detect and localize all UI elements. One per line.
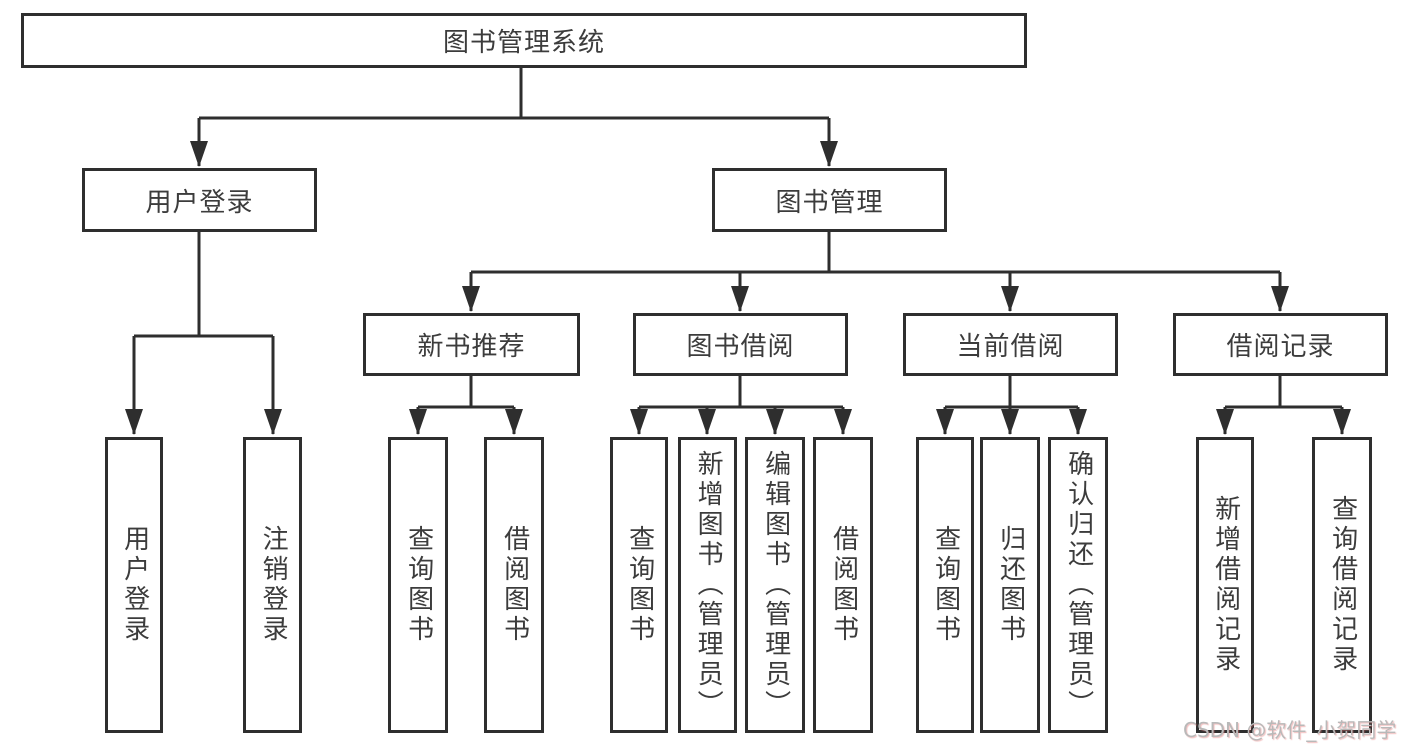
node-label: 用户登录 — [119, 525, 150, 645]
node-label: 查询图书 — [624, 525, 655, 645]
node-borrowing-records: 借阅记录 — [1173, 313, 1388, 376]
node-book-borrowing: 图书借阅 — [633, 313, 848, 376]
node-label: 查询图书 — [403, 525, 434, 645]
csdn-watermark: CSDN @软件_小贺同学 — [1183, 718, 1397, 742]
node-library-management-system: 图书管理系统 — [21, 13, 1027, 68]
connector-skeleton — [134, 68, 1342, 409]
node-book-management: 图书管理 — [712, 168, 947, 232]
node-user-login: 用户登录 — [82, 168, 317, 232]
node-label: 确认归还（管理员） — [1063, 450, 1094, 720]
node-label: 归还图书 — [995, 525, 1026, 645]
node-label: 借阅记录 — [1226, 332, 1335, 362]
node-label: 新增借阅记录 — [1210, 495, 1241, 675]
node-label: 借阅图书 — [499, 525, 530, 645]
node-leaf-query-books-1: 查询图书 — [388, 437, 448, 733]
node-label: 用户登录 — [145, 187, 254, 218]
node-leaf-query-books-2: 查询图书 — [610, 437, 668, 733]
node-label: 图书借阅 — [686, 332, 795, 362]
node-label: 查询借阅记录 — [1327, 495, 1358, 675]
node-leaf-query-books-3: 查询图书 — [916, 437, 974, 733]
node-leaf-logout: 注销登录 — [243, 437, 302, 733]
connector-arrows — [125, 118, 1351, 435]
node-label: 新增图书（管理员） — [693, 450, 724, 720]
node-label: 注销登录 — [258, 525, 289, 645]
node-leaf-edit-books-admin: 编辑图书（管理员） — [745, 437, 805, 733]
node-label: 查询图书 — [930, 525, 961, 645]
node-label: 当前借阅 — [956, 332, 1065, 362]
node-new-book-recommendation: 新书推荐 — [363, 313, 580, 376]
node-leaf-borrow-books-2: 借阅图书 — [813, 437, 873, 733]
node-leaf-user-login: 用户登录 — [105, 437, 163, 733]
node-label: 编辑图书（管理员） — [760, 450, 791, 720]
node-label: 图书管理 — [775, 187, 884, 218]
node-leaf-query-borrow-record: 查询借阅记录 — [1312, 437, 1372, 733]
node-label: 借阅图书 — [828, 525, 859, 645]
node-leaf-return-books: 归还图书 — [980, 437, 1040, 733]
node-leaf-add-books-admin: 新增图书（管理员） — [678, 437, 737, 733]
node-label: 新书推荐 — [417, 332, 526, 362]
node-leaf-borrow-books-1: 借阅图书 — [484, 437, 544, 733]
node-current-borrowing: 当前借阅 — [903, 313, 1118, 376]
node-leaf-confirm-return-admin: 确认归还（管理员） — [1048, 437, 1108, 733]
node-label: 图书管理系统 — [442, 28, 605, 58]
node-leaf-add-borrow-record: 新增借阅记录 — [1196, 437, 1254, 733]
